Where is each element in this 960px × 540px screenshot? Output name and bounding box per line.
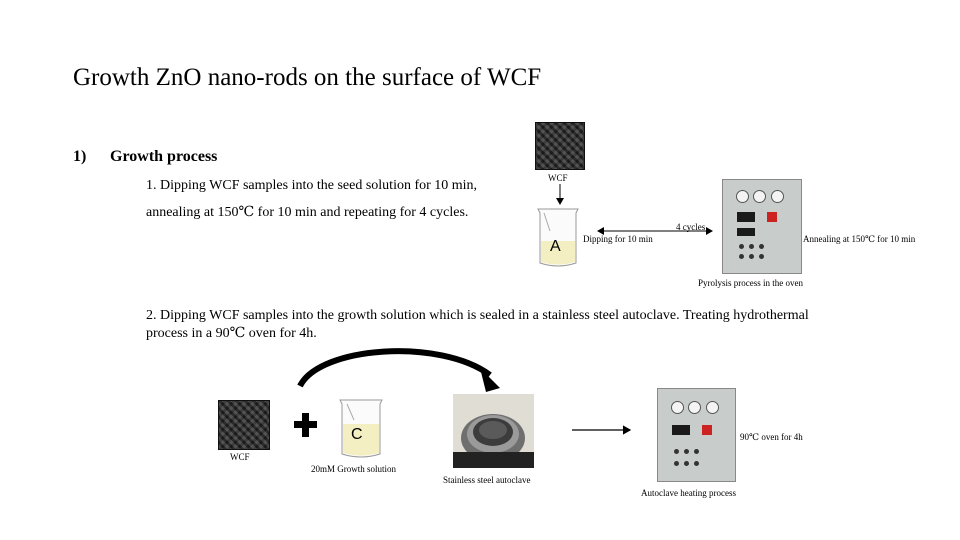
growth-solution-label: 20mM Growth solution (311, 464, 397, 474)
oven-temp-label: 90℃ oven for 4h (740, 432, 803, 442)
annealing-label: Annealing at 150℃ for 10 min (803, 234, 916, 244)
step1-text-line1: 1. Dipping WCF samples into the seed sol… (146, 178, 478, 193)
curved-arrow (297, 348, 492, 388)
section-title: Growth process (110, 148, 218, 165)
oven-image-2 (657, 388, 736, 482)
beaker-c-label: C (351, 426, 363, 443)
step2-text-line1: 2. Dipping WCF samples into the growth s… (146, 308, 809, 323)
section-number: 1) (73, 148, 87, 165)
curved-arrow-head (480, 368, 500, 392)
plus-icon-h (294, 421, 317, 428)
autoclave-image (453, 394, 534, 468)
beaker-a-label: A (550, 238, 561, 255)
beaker-a-icon (537, 208, 579, 267)
wcf-sample-image (535, 122, 585, 170)
beaker-c-icon (339, 399, 383, 458)
pyrolysis-label: Pyrolysis process in the oven (698, 278, 803, 288)
step2-text-line2: process in a 90℃ oven for 4h. (146, 326, 317, 341)
cycles-label: 4 cycles (676, 222, 706, 232)
autoclave-label: Stainless steel autoclave (443, 475, 531, 485)
dipping-label: Dipping for 10 min (583, 234, 653, 244)
oven-image-1 (722, 179, 802, 274)
autoclave-heating-label: Autoclave heating process (641, 488, 736, 498)
wcf-label-1: WCF (548, 173, 568, 183)
wcf-sample-image-2 (218, 400, 270, 450)
step1-text-line2: annealing at 150℃ for 10 min and repeati… (146, 205, 469, 220)
page-title: Growth ZnO nano-rods on the surface of W… (73, 64, 542, 91)
wcf-label-2: WCF (230, 452, 250, 462)
